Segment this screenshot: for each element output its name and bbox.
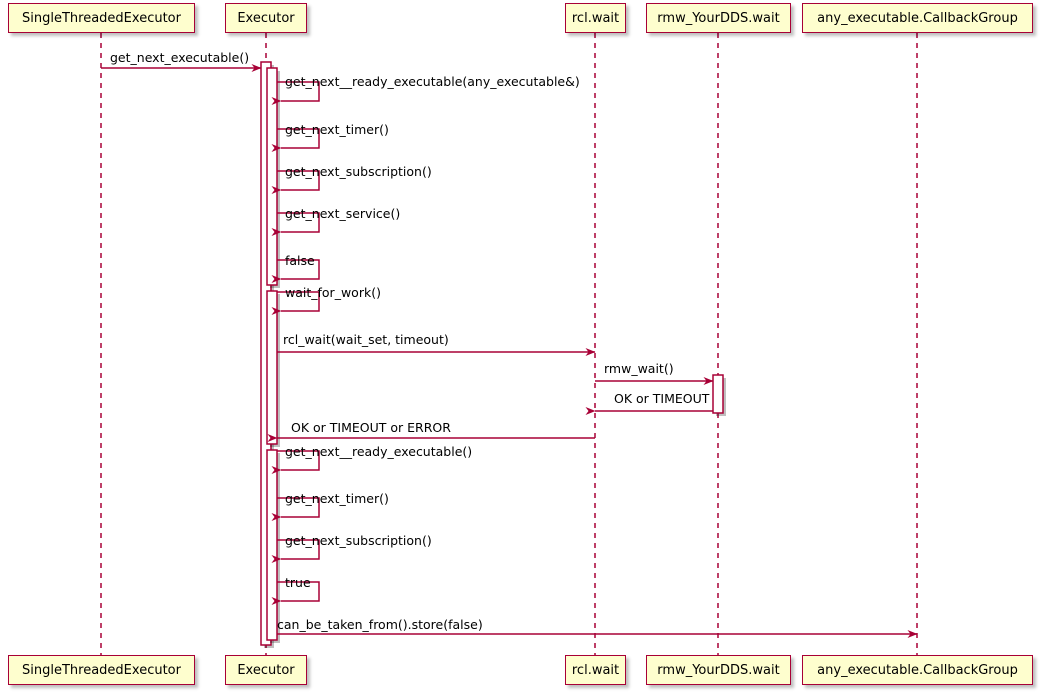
message-arrows-group	[101, 64, 918, 638]
message-label-m11: OK or TIMEOUT or ERROR	[291, 420, 451, 435]
message-label-m1: get_next_executable()	[110, 50, 250, 65]
self-message-loop	[271, 128, 320, 152]
message-label-m6: false	[285, 253, 315, 268]
message-m4	[271, 170, 320, 194]
participant-footer-cbg[interactable]: any_executable.CallbackGroup	[802, 655, 1033, 685]
message-label-m9: rmw_wait()	[604, 361, 674, 376]
message-m2	[271, 81, 320, 105]
message-m5	[271, 212, 320, 236]
message-m15	[271, 581, 320, 605]
message-label-m5: get_next_service()	[285, 206, 401, 221]
self-message-loop	[271, 212, 320, 236]
activation-bars-group	[260, 61, 726, 648]
message-m6	[271, 259, 320, 283]
activation-bar-a5	[712, 374, 724, 414]
message-label-m16: can_be_taken_from().store(false)	[277, 617, 483, 632]
activation-bar-a2	[266, 67, 278, 286]
message-m12	[271, 450, 320, 474]
self-message-loop	[271, 259, 320, 283]
activation-bar-a3	[266, 290, 278, 445]
participant-header-ste[interactable]: SingleThreadedExecutor	[8, 3, 195, 33]
message-m3	[271, 128, 320, 152]
message-label-m15: true	[285, 575, 311, 590]
self-message-loop	[271, 539, 320, 563]
message-label-m8: rcl_wait(wait_set, timeout)	[283, 332, 449, 347]
message-label-m7: wait_for_work()	[285, 285, 381, 300]
participant-header-rmw[interactable]: rmw_YourDDS.wait	[646, 3, 791, 33]
participant-footer-exec[interactable]: Executor	[225, 655, 307, 685]
message-label-m14: get_next_subscription()	[285, 533, 432, 548]
message-label-m10: OK or TIMEOUT	[614, 391, 710, 406]
participant-footer-ste[interactable]: SingleThreadedExecutor	[8, 655, 195, 685]
message-m14	[271, 539, 320, 563]
lifelines-group	[100, 33, 918, 655]
message-m13	[271, 497, 320, 521]
participant-header-cbg[interactable]: any_executable.CallbackGroup	[802, 3, 1033, 33]
self-message-loop	[271, 497, 320, 521]
message-label-m12: get_next__ready_executable()	[285, 444, 473, 459]
self-message-loop	[271, 450, 320, 474]
message-label-m3: get_next_timer()	[285, 122, 389, 137]
participant-header-exec[interactable]: Executor	[225, 3, 307, 33]
self-message-loop	[271, 170, 320, 194]
self-message-loop	[271, 81, 320, 105]
participant-header-rcl[interactable]: rcl.wait	[565, 3, 626, 33]
message-label-m2: get_next__ready_executable(any_executabl…	[285, 74, 580, 89]
participant-footer-rcl[interactable]: rcl.wait	[565, 655, 626, 685]
self-message-loop	[271, 291, 320, 315]
message-label-m4: get_next_subscription()	[285, 164, 432, 179]
message-label-m13: get_next_timer()	[285, 491, 389, 506]
message-m7	[271, 291, 320, 315]
participant-footer-rmw[interactable]: rmw_YourDDS.wait	[646, 655, 791, 685]
self-message-loop	[271, 581, 320, 605]
activation-bar-a4	[266, 449, 278, 641]
